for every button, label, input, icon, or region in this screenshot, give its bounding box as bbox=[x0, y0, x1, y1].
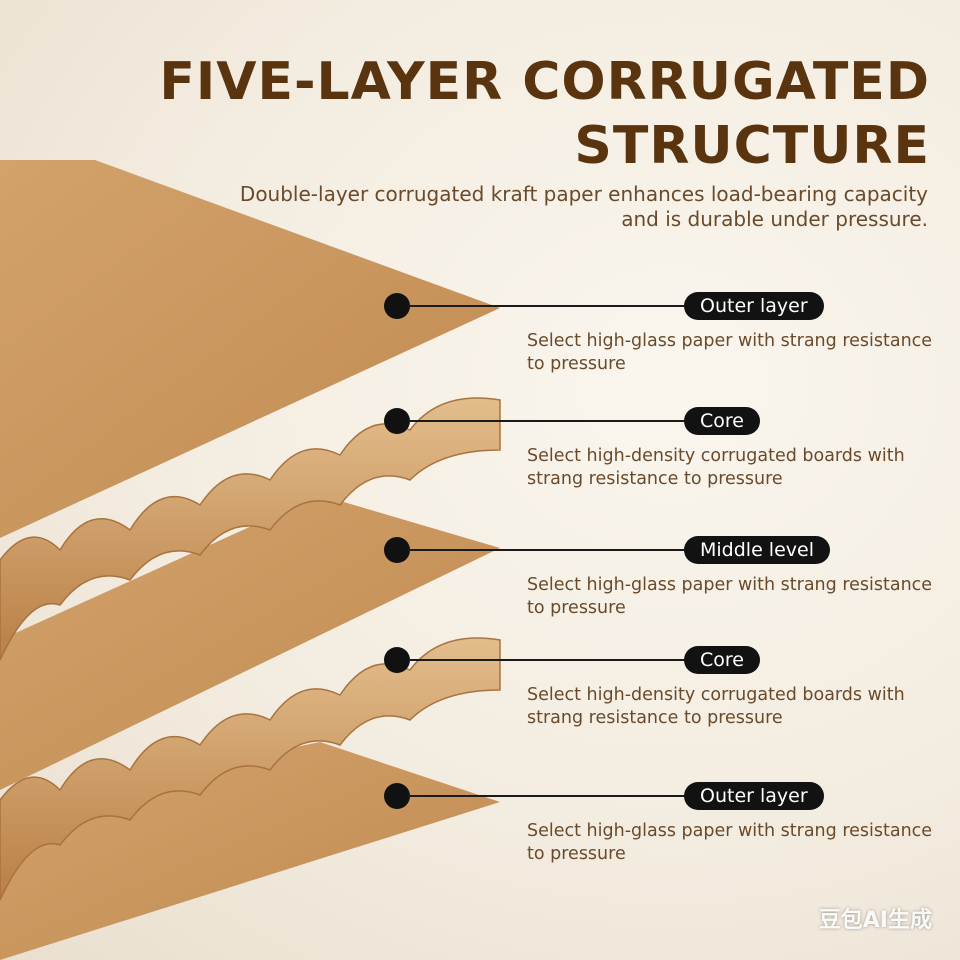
callout-description: Select high-glass paper with strang resi… bbox=[527, 821, 933, 864]
callout-dot-icon bbox=[384, 647, 410, 673]
title-line-2: STRUCTURE bbox=[574, 116, 930, 176]
middle-level-sheet bbox=[0, 495, 500, 790]
callout-leader-line bbox=[408, 659, 688, 661]
callout-leader-line bbox=[408, 549, 688, 551]
callout-dot-icon bbox=[384, 408, 410, 434]
callout-dot-icon bbox=[384, 783, 410, 809]
callout-description: Select high-glass paper with strang resi… bbox=[527, 331, 933, 374]
callout-label: Middle level bbox=[684, 536, 830, 564]
title-line-1: FIVE-LAYER CORRUGATED bbox=[159, 52, 930, 112]
page-title: FIVE-LAYER CORRUGATED STRUCTURE bbox=[159, 50, 930, 178]
watermark: 豆包AI生成 bbox=[818, 908, 932, 933]
callout-description: Select high-glass paper with strang resi… bbox=[527, 575, 933, 618]
callout-dot-icon bbox=[384, 293, 410, 319]
callout-leader-line bbox=[408, 420, 688, 422]
callout-label: Outer layer bbox=[684, 292, 824, 320]
callout-leader-line bbox=[408, 305, 688, 307]
callout-leader-line bbox=[408, 795, 688, 797]
callout-outer-layer-top: Outer layer Select high-glass paper with… bbox=[0, 292, 960, 374]
callout-label: Core bbox=[684, 407, 760, 435]
callout-description: Select high-density corrugated boards wi… bbox=[527, 446, 905, 489]
upper-core-fluting bbox=[0, 397, 501, 661]
callout-outer-layer-bottom: Outer layer Select high-glass paper with… bbox=[0, 782, 960, 864]
callout-middle-level: Middle level Select high-glass paper wit… bbox=[0, 536, 960, 618]
callout-core-lower: Core Select high-density corrugated boar… bbox=[0, 646, 960, 728]
callout-dot-icon bbox=[384, 537, 410, 563]
subtitle: Double-layer corrugated kraft paper enha… bbox=[239, 182, 928, 231]
callout-description: Select high-density corrugated boards wi… bbox=[527, 685, 905, 728]
callout-label: Outer layer bbox=[684, 782, 824, 810]
lower-core-fluting bbox=[0, 637, 501, 901]
top-outer-sheet bbox=[0, 160, 500, 538]
callout-core-upper: Core Select high-density corrugated boar… bbox=[0, 407, 960, 489]
callout-label: Core bbox=[684, 646, 760, 674]
